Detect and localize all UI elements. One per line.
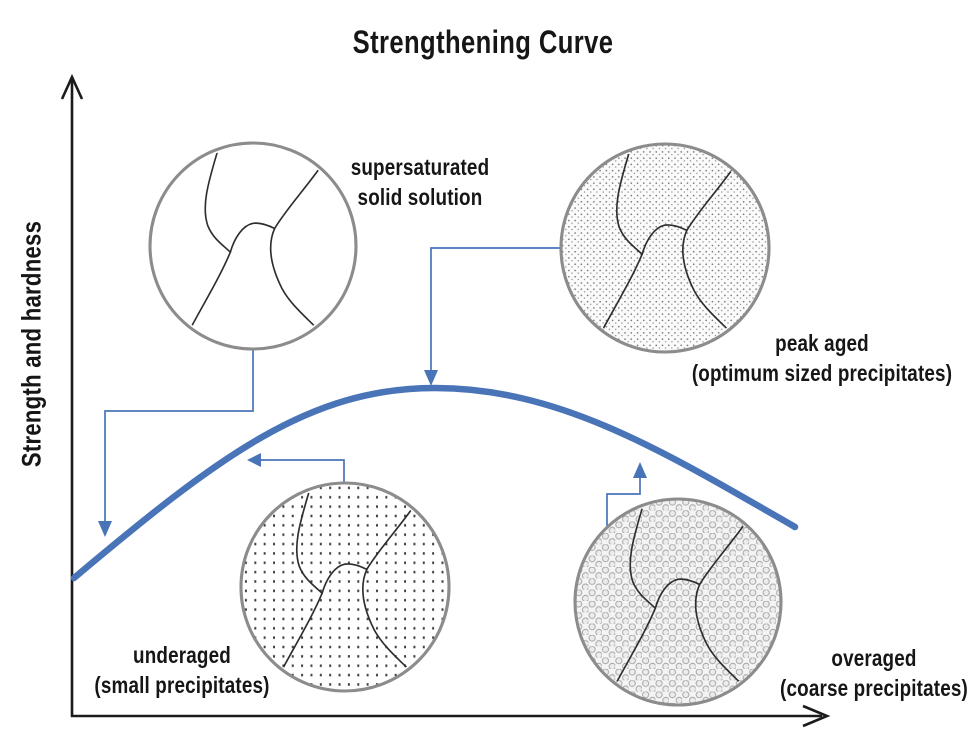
label-line-1: supersaturated [350,154,490,180]
label-line-1: underaged [133,642,231,668]
label-overaged: overaged (coarse precipitates) [780,643,968,703]
connector-supersaturated [98,349,254,537]
y-axis-label: Strength and hardness [16,220,47,468]
connector-peak-aged [424,247,561,386]
diagram-title: Strengthening Curve [352,24,614,60]
arrow-down-icon [98,521,112,537]
label-line-1: overaged [831,645,917,671]
strengthening-curve-line [70,384,799,582]
connector-underaged [247,453,345,483]
arrow-left-icon [247,453,261,467]
label-line-2: (small precipitates) [94,672,270,698]
label-line-2: solid solution [357,184,483,210]
label-line-2: (coarse precipitates) [780,675,968,701]
x-axis-arrow-icon [802,704,831,728]
x-axis [71,704,831,728]
arrow-up-icon [633,462,647,478]
microstructure-overaged [573,497,783,707]
connectors [98,247,647,537]
microstructure-supersaturated [148,141,358,351]
label-line-1: peak aged [775,330,869,356]
microstructure-underaged [239,481,451,693]
arrow-down-icon [424,370,438,386]
microstructure-peak-aged [559,142,771,354]
y-axis-arrow-icon [60,73,84,100]
connector-overaged [606,462,647,526]
label-underaged: underaged (small precipitates) [94,640,269,700]
label-supersaturated: supersaturated solid solution [351,152,490,212]
label-line-2: (optimum sized precipitates) [691,360,953,386]
y-axis [60,73,84,717]
label-peak-aged: peak aged (optimum sized precipitates) [692,328,952,388]
